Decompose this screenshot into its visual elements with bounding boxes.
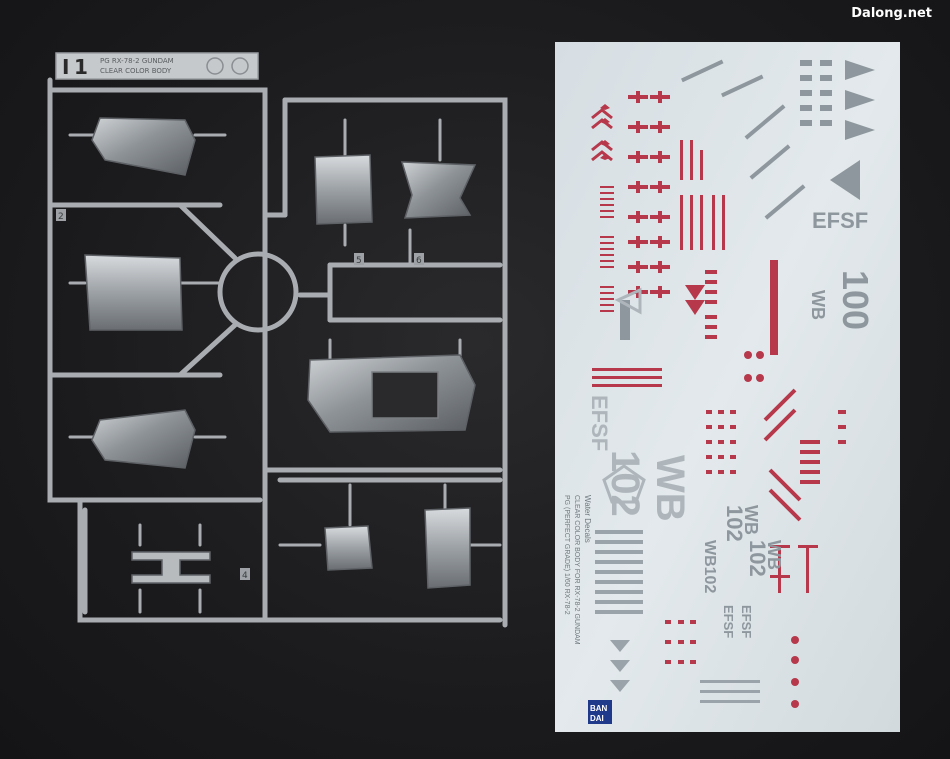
runner-tag [55,52,259,80]
runner-center-ring [217,251,299,333]
shoulder-armor-part [91,117,196,176]
decal-wb-102-d: 102 [745,540,770,577]
part-number: 6 [416,256,422,266]
decal-big-102: 102 [603,450,647,517]
efsf-emblem-icon [602,287,646,504]
decal-big-wb: WB [648,455,692,522]
part-number: 4 [242,571,248,581]
hip-part [84,254,183,331]
decal-wb-small: WB [808,290,828,320]
clear-runner: I 1 PG RX-78-2 GUNDAM CLEAR COLOR BODY [47,52,508,628]
watermark-text: Dalong.net [851,6,932,21]
decal-efsf-small-1: EFSF [739,605,754,638]
runner-tag-number: 1 [74,55,88,79]
decal-efsf-small-2: EFSF [721,605,736,638]
small-block-part [324,525,373,571]
runner-tag-gear-mark [206,57,224,75]
decal-caption-3: PG (PERFECT GRADE) 1/60 RX-78-2 [563,495,570,615]
runner-tag-letter: I [62,55,69,79]
h-frame-part [131,551,211,584]
decal-wb-102-b: 102 [722,505,747,542]
bandai-logo [588,700,612,724]
decal-efsf-horizontal: EFSF [812,208,868,233]
chest-plate-cutout [371,371,439,419]
runner-tag-text-1: PG RX-78-2 GUNDAM [100,57,174,65]
part-number: 2 [58,212,64,222]
part-number: 5 [356,256,362,266]
decal-wb-102-c: WB [764,540,784,570]
decal-100: 100 [835,270,876,330]
shoulder-armor-part [91,409,196,469]
decal-caption-2: CLEAR COLOR BODY FOR RX-78-2 GUNDAM [573,495,580,645]
runner-tag-text-2: CLEAR COLOR BODY [100,67,172,75]
runner-tag-gear-mark [231,57,249,75]
decal-caption-1: Water Decals [583,495,592,543]
bracket-part [400,161,477,219]
bandai-logo-line2: DAI [590,714,604,723]
decal-wb102-line: WB102 [701,540,718,593]
decal-sheet: WB 102 EFSF EFSF 100 WB WB 102 WB 102 WB… [555,42,900,732]
block-part [424,507,471,589]
bandai-logo-line1: BAN [590,704,608,713]
block-part [314,154,373,225]
decal-wb-102-a: WB [741,505,761,535]
decal-efsf-vertical: EFSF [587,395,612,451]
